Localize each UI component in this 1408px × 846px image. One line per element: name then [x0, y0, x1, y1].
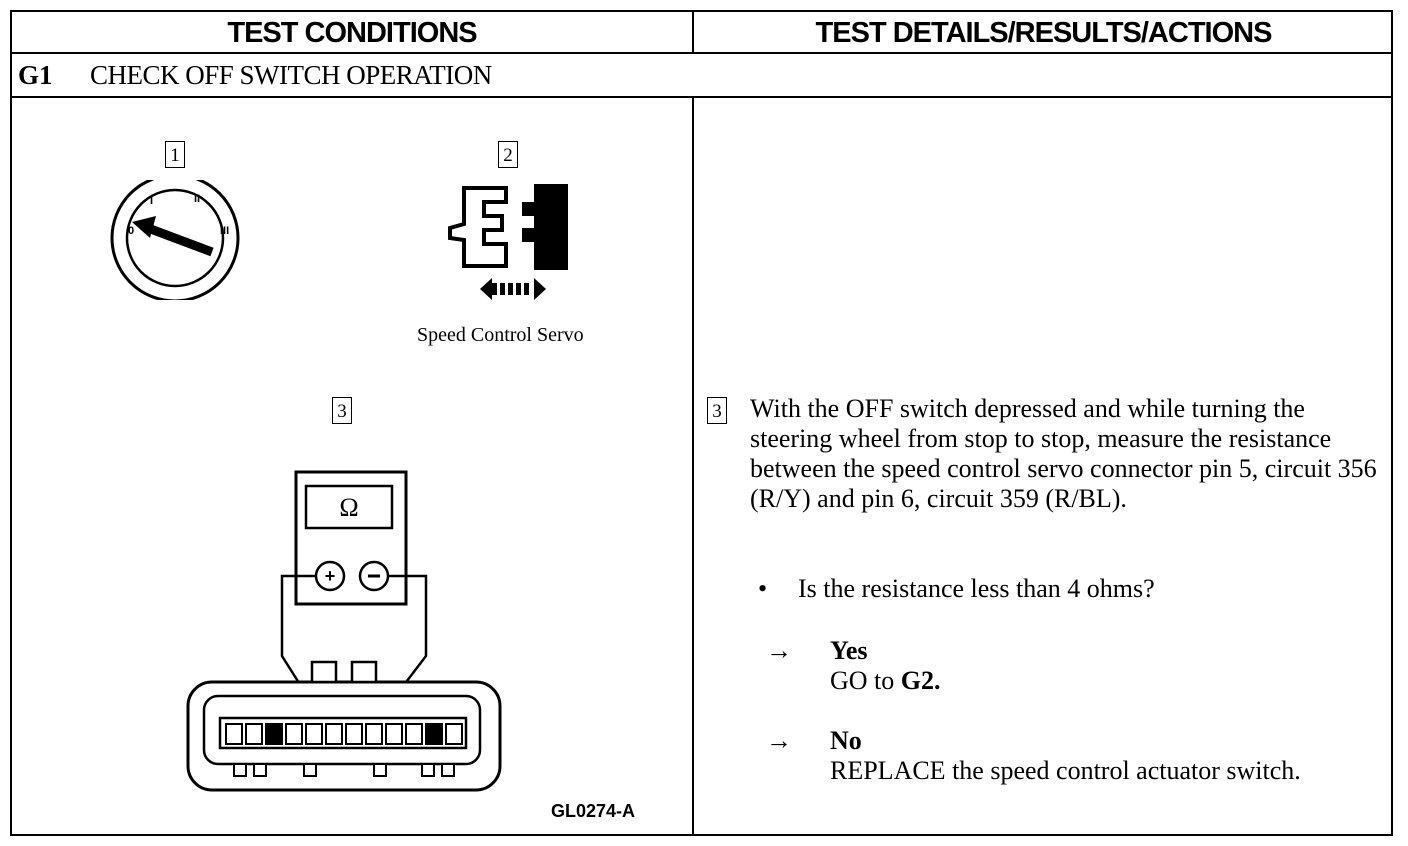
- ignition-pos-3: III: [220, 225, 229, 237]
- ignition-pos-2: II: [194, 193, 200, 205]
- ignition-switch-icon: 0 I II III: [110, 180, 240, 300]
- details-step-3-box: 3: [707, 397, 727, 424]
- no-action: REPLACE the speed control actuator switc…: [830, 756, 1301, 785]
- step-3-box: 3: [332, 397, 352, 424]
- servo-connector-icon: [448, 184, 568, 300]
- servo-caption: Speed Control Servo: [417, 324, 584, 346]
- no-arrow-icon: →: [766, 726, 792, 755]
- column-divider: [692, 98, 694, 834]
- header-test-details: TEST DETAILS/RESULTS/ACTIONS: [815, 17, 1273, 49]
- table-header: TEST CONDITIONS TEST DETAILS/RESULTS/ACT…: [12, 12, 1391, 54]
- diagnostic-table: TEST CONDITIONS TEST DETAILS/RESULTS/ACT…: [10, 10, 1393, 836]
- yes-action: GO to G2.: [830, 666, 941, 696]
- bullet-icon: •: [758, 574, 768, 603]
- yes-label: Yes: [830, 636, 868, 665]
- step-1-box: 1: [165, 141, 185, 168]
- figure-id: GL0274-A: [551, 801, 636, 821]
- header-test-conditions: TEST CONDITIONS: [12, 12, 694, 52]
- ignition-pos-0: 0: [128, 225, 134, 237]
- ignition-pos-1: I: [150, 195, 153, 207]
- yes-action-target[interactable]: G2.: [900, 666, 941, 695]
- no-label: No: [830, 726, 862, 755]
- svg-text:+: +: [325, 566, 336, 586]
- yes-arrow-icon: →: [766, 636, 792, 665]
- step-2-box: 2: [498, 141, 518, 168]
- yes-action-prefix: GO to: [830, 666, 901, 695]
- ohmmeter-connector-diagram: Ω +: [186, 470, 502, 792]
- section-title: CHECK OFF SWITCH OPERATION: [90, 60, 492, 90]
- section-row: G1 CHECK OFF SWITCH OPERATION: [12, 54, 1391, 98]
- section-id: G1: [18, 60, 53, 90]
- question-text: Is the resistance less than 4 ohms?: [798, 574, 1155, 603]
- ohm-symbol: Ω: [339, 493, 358, 522]
- step-instruction: With the OFF switch depressed and while …: [750, 394, 1377, 513]
